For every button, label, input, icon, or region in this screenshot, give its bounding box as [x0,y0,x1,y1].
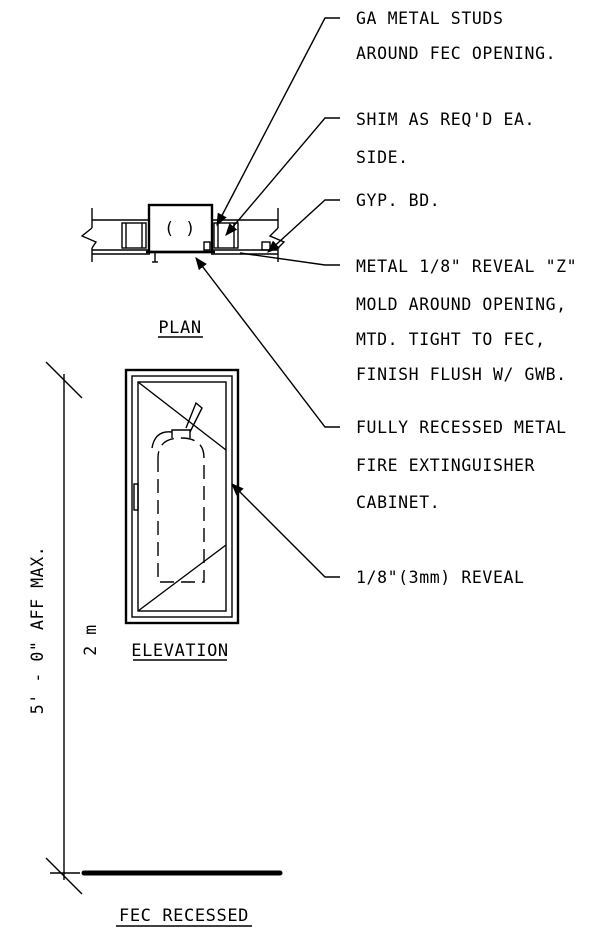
metric-dimension-text: 2 m [81,624,100,656]
svg-text:1/8"(3mm) REVEAL: 1/8"(3mm) REVEAL [356,568,525,587]
svg-text:MOLD AROUND OPENING,: MOLD AROUND OPENING, [356,295,567,314]
plan-view: ( ) PLAN [80,203,286,338]
callout-studs: GA METAL STUDS AROUND FEC OPENING. [356,9,556,63]
plan-title: PLAN [158,318,201,338]
callout-reveal-z: METAL 1/8" REVEAL "Z" MOLD AROUND OPENIN… [356,257,577,384]
svg-text:GA METAL STUDS: GA METAL STUDS [356,9,503,28]
leader-lines [195,17,340,578]
svg-text:SHIM AS REQ'D EA.: SHIM AS REQ'D EA. [356,110,535,129]
elevation-cabinet-frame [131,375,233,618]
height-dimension-text: 5' - 0" AFF MAX. [28,546,47,715]
elevation-handle [133,483,139,511]
svg-text:AROUND FEC OPENING.: AROUND FEC OPENING. [356,44,556,63]
plan-extinguisher-symbol: ( ) [164,219,196,238]
callout-reveal: 1/8"(3mm) REVEAL [356,568,525,587]
svg-text:METAL 1/8" REVEAL "Z": METAL 1/8" REVEAL "Z" [356,257,577,276]
elevation-view: ELEVATION [124,368,240,661]
elevation-title: ELEVATION [131,641,229,661]
svg-text:SIDE.: SIDE. [356,148,409,167]
svg-text:CABINET.: CABINET. [356,493,440,512]
plan-reveal-mold [146,241,271,263]
svg-text:FINISH FLUSH W/ GWB.: FINISH FLUSH W/ GWB. [356,365,567,384]
elevation-cabinet-outer [124,368,240,625]
main-title: FEC RECESSED [119,906,249,926]
callout-cabinet: FULLY RECESSED METAL FIRE EXTINGUISHER C… [356,418,567,512]
svg-text:GYP. BD.: GYP. BD. [356,191,440,210]
svg-text:FIRE EXTINGUISHER: FIRE EXTINGUISHER [356,456,535,475]
extinguisher-icon [151,401,205,583]
height-dimension: 5' - 0" AFF MAX. 2 m [28,361,100,895]
svg-text:MTD. TIGHT TO FEC,: MTD. TIGHT TO FEC, [356,330,546,349]
callout-shim: SHIM AS REQ'D EA. SIDE. [356,110,535,167]
callout-gyp: GYP. BD. [356,191,440,210]
svg-text:FULLY RECESSED METAL: FULLY RECESSED METAL [356,418,567,437]
